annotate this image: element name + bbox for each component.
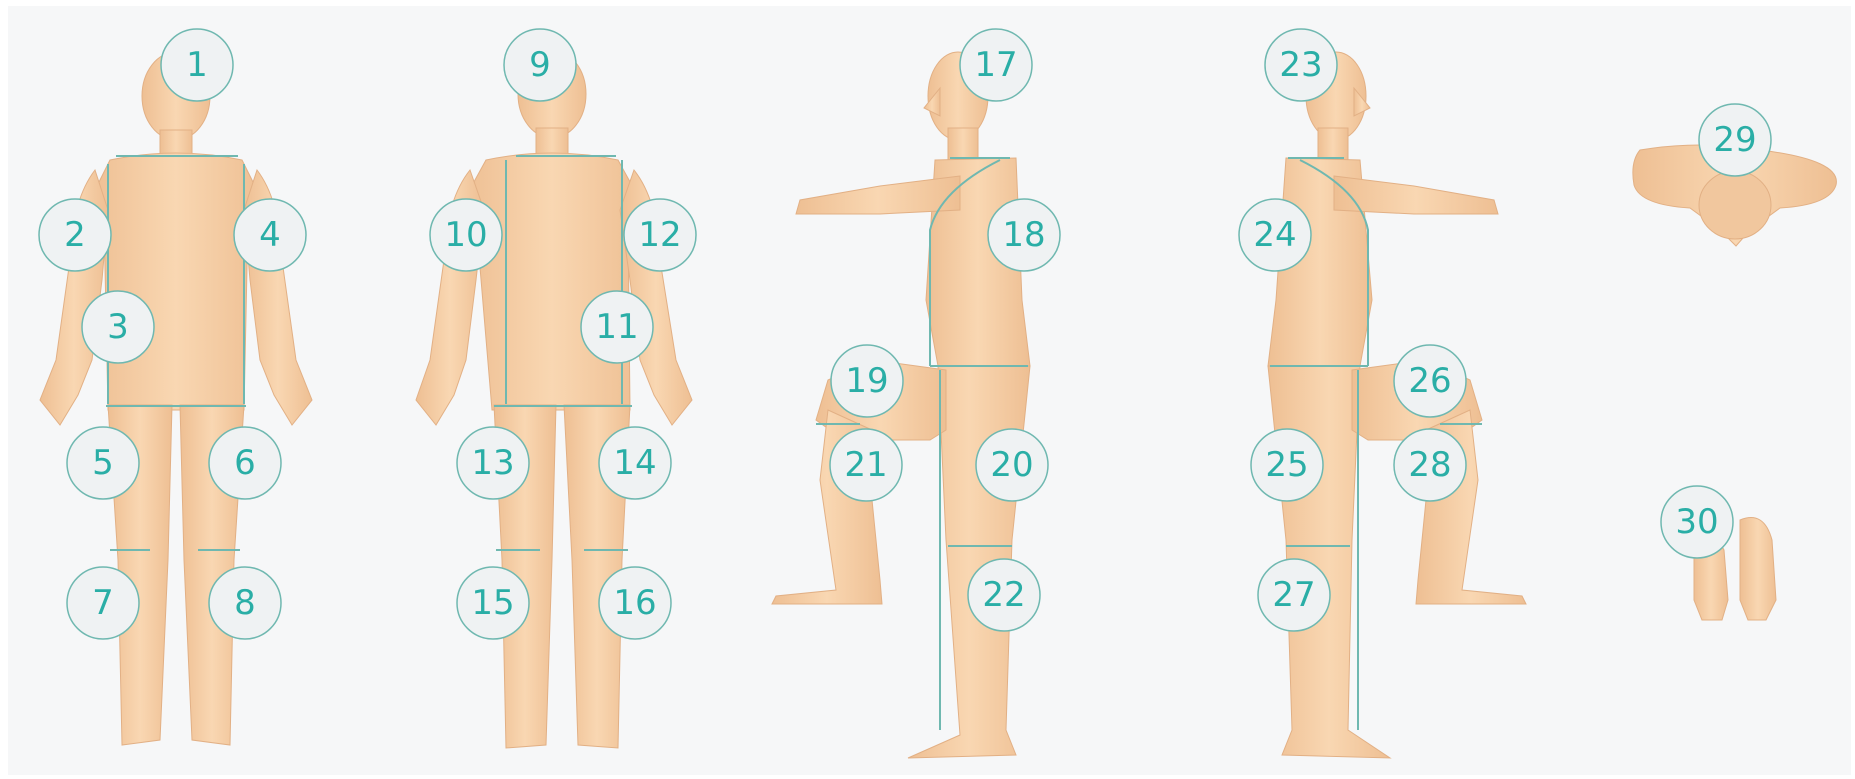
zone-marker-label: 28 — [1408, 445, 1451, 485]
zone-marker-label: 5 — [92, 443, 114, 483]
zone-marker-16[interactable]: 16 — [599, 567, 671, 639]
zone-marker-28[interactable]: 28 — [1394, 429, 1466, 501]
zone-marker-label: 29 — [1713, 120, 1756, 160]
zone-marker-19[interactable]: 19 — [831, 345, 903, 417]
zone-marker-30[interactable]: 30 — [1661, 486, 1733, 558]
zone-marker-label: 23 — [1279, 45, 1322, 85]
zone-marker-label: 11 — [595, 307, 638, 347]
zone-marker-label: 19 — [845, 361, 888, 401]
zone-marker-2[interactable]: 2 — [39, 199, 111, 271]
zone-marker-22[interactable]: 22 — [968, 559, 1040, 631]
zone-marker-label: 15 — [471, 583, 514, 623]
zone-marker-label: 2 — [64, 215, 86, 255]
zone-marker-24[interactable]: 24 — [1239, 199, 1311, 271]
zone-marker-label: 17 — [974, 45, 1017, 85]
zone-marker-11[interactable]: 11 — [581, 291, 653, 363]
zone-marker-27[interactable]: 27 — [1258, 559, 1330, 631]
zone-marker-label: 8 — [234, 583, 256, 623]
zone-marker-label: 9 — [529, 45, 551, 85]
zone-marker-14[interactable]: 14 — [599, 427, 671, 499]
zone-marker-label: 18 — [1002, 215, 1045, 255]
body-back-icon — [416, 50, 692, 748]
zone-marker-label: 6 — [234, 443, 256, 483]
zone-marker-label: 22 — [982, 575, 1025, 615]
zone-marker-25[interactable]: 25 — [1251, 429, 1323, 501]
zone-marker-label: 3 — [107, 307, 129, 347]
zone-marker-20[interactable]: 20 — [976, 429, 1048, 501]
zone-marker-label: 30 — [1675, 502, 1718, 542]
zone-marker-4[interactable]: 4 — [234, 199, 306, 271]
zone-marker-label: 1 — [186, 45, 208, 85]
zone-marker-17[interactable]: 17 — [960, 29, 1032, 101]
zone-marker-label: 26 — [1408, 361, 1451, 401]
zone-marker-label: 25 — [1265, 445, 1308, 485]
zone-marker-9[interactable]: 9 — [504, 29, 576, 101]
zone-marker-10[interactable]: 10 — [430, 199, 502, 271]
zone-marker-label: 16 — [613, 583, 656, 623]
zone-marker-23[interactable]: 23 — [1265, 29, 1337, 101]
zone-marker-5[interactable]: 5 — [67, 427, 139, 499]
zone-markers: 1 2 3 4 5 6 7 8 9 10 11 12 13 14 15 16 1… — [39, 29, 1771, 639]
zone-marker-26[interactable]: 26 — [1394, 345, 1466, 417]
zone-marker-label: 27 — [1272, 575, 1315, 615]
zone-marker-label: 4 — [259, 215, 281, 255]
zone-marker-29[interactable]: 29 — [1699, 104, 1771, 176]
zone-marker-18[interactable]: 18 — [988, 199, 1060, 271]
zone-marker-label: 12 — [638, 215, 681, 255]
zone-marker-label: 10 — [444, 215, 487, 255]
zone-marker-label: 14 — [613, 443, 656, 483]
zone-marker-label: 13 — [471, 443, 514, 483]
zone-marker-3[interactable]: 3 — [82, 291, 154, 363]
zone-marker-label: 24 — [1253, 215, 1296, 255]
zone-marker-12[interactable]: 12 — [624, 199, 696, 271]
zone-marker-label: 21 — [844, 445, 887, 485]
zone-marker-label: 7 — [92, 583, 114, 623]
zone-marker-13[interactable]: 13 — [457, 427, 529, 499]
zone-marker-8[interactable]: 8 — [209, 567, 281, 639]
zone-marker-7[interactable]: 7 — [67, 567, 139, 639]
zone-marker-6[interactable]: 6 — [209, 427, 281, 499]
zone-marker-label: 20 — [990, 445, 1033, 485]
zone-marker-1[interactable]: 1 — [161, 29, 233, 101]
zone-marker-15[interactable]: 15 — [457, 567, 529, 639]
zone-marker-21[interactable]: 21 — [830, 429, 902, 501]
